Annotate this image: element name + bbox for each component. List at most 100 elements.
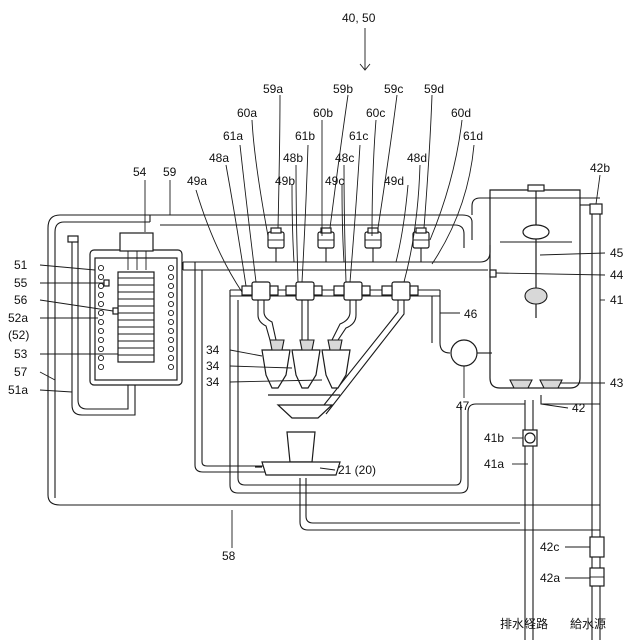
label-60c: 60c (366, 106, 385, 120)
label-42b: 42b (590, 161, 610, 175)
label-48c: 48c (335, 151, 354, 165)
valve-48b (286, 282, 322, 300)
label-59d: 59d (424, 82, 444, 96)
label-44: 44 (610, 268, 624, 282)
sensor-56 (113, 308, 118, 314)
label-34-1: 34 (206, 343, 220, 357)
label-61b: 61b (295, 129, 315, 143)
label-45: 45 (610, 246, 624, 260)
cup (287, 432, 315, 462)
sensor-55 (104, 280, 109, 286)
tank-41 (490, 185, 602, 388)
valve-42c (590, 537, 604, 557)
pipe-return-loop-inner (238, 300, 461, 485)
label-60b: 60b (313, 106, 333, 120)
ring-dots-right (168, 265, 173, 369)
valves-upper-row (268, 228, 429, 248)
label-60a: 60a (237, 106, 257, 120)
label-61c: 61c (349, 129, 368, 143)
label-51: 51 (14, 258, 28, 272)
tank-lid-fitting (528, 185, 544, 191)
pipe-46 (440, 290, 450, 353)
funnel-3 (322, 350, 350, 388)
label-49c: 49c (325, 174, 344, 188)
label-55: 55 (14, 276, 28, 290)
label-52: (52) (8, 328, 29, 342)
label-52a: 52a (8, 311, 28, 325)
funnel-1 (262, 350, 290, 388)
label-41: 41 (610, 293, 624, 307)
label-51a: 51a (8, 383, 28, 397)
heater-43a (510, 380, 532, 388)
valve-60d (413, 228, 429, 248)
label-59c: 59c (384, 82, 403, 96)
valve-60c (365, 228, 381, 248)
label-34-3: 34 (206, 375, 220, 389)
float-45 (523, 225, 549, 239)
label-57: 57 (14, 365, 28, 379)
valve-48a (242, 282, 278, 300)
drip-tray-21 (255, 462, 340, 475)
tray-body (262, 462, 340, 475)
pipe-42-link (541, 395, 600, 404)
pump-47 (451, 340, 477, 366)
label-21: 21 (20) (338, 463, 376, 477)
label-title: 40, 50 (342, 11, 376, 25)
label-58: 58 (222, 549, 236, 563)
unit-54-cap (120, 233, 153, 251)
label-54: 54 (133, 165, 147, 179)
cooling-unit-51 (90, 233, 182, 385)
label-42a: 42a (540, 571, 560, 585)
label-59: 59 (163, 165, 177, 179)
valve-60a (268, 228, 284, 248)
label-34-2: 34 (206, 359, 220, 373)
label-41b: 41b (484, 431, 504, 445)
float-44 (525, 288, 547, 304)
pipe-51a (72, 240, 135, 415)
label-48d: 48d (407, 151, 427, 165)
valve-42b (590, 204, 602, 214)
label-59a: 59a (263, 82, 283, 96)
pipe-nozzle-a2 (264, 300, 276, 340)
label-42c: 42c (540, 540, 559, 554)
heater-43b (540, 380, 562, 388)
pipe-58 (300, 478, 600, 530)
label-49a: 49a (187, 174, 207, 188)
label-48a: 48a (209, 151, 229, 165)
pipe-nozzle-c (332, 300, 350, 340)
unit-outer-box (90, 250, 182, 385)
label-56: 56 (14, 293, 28, 307)
mixer-hopper (278, 405, 332, 418)
label-42: 42 (572, 401, 586, 415)
label-61a: 61a (223, 129, 243, 143)
cap-fitting (68, 236, 78, 242)
nozzle-2 (300, 340, 314, 350)
coil-body (118, 272, 154, 362)
label-water-source: 給水源 (570, 617, 606, 631)
pipe-51a-inner (78, 240, 128, 409)
nozzle-1 (270, 340, 284, 350)
pipe-network (48, 198, 600, 640)
pipe-manifold-upper (183, 245, 490, 262)
valve-48d (382, 282, 418, 300)
label-43: 43 (610, 376, 624, 390)
valve-48c (334, 282, 370, 300)
reference-labels: 40, 50 59a 60a 61a 48a 49a 59b 60b 61b 4… (8, 11, 624, 631)
valve-60b (318, 228, 334, 248)
funnel-2 (292, 350, 320, 388)
label-61d: 61d (463, 129, 483, 143)
label-59b: 59b (333, 82, 353, 96)
label-47: 47 (456, 399, 470, 413)
sensor-44 (490, 270, 496, 277)
label-60d: 60d (451, 106, 471, 120)
label-41a: 41a (484, 457, 504, 471)
label-53: 53 (14, 347, 28, 361)
label-46: 46 (464, 307, 478, 321)
valves-lower-row (242, 282, 418, 300)
label-49b: 49b (275, 174, 295, 188)
label-49d: 49d (384, 174, 404, 188)
label-drain-path: 排水経路 (500, 616, 548, 631)
label-48b: 48b (283, 151, 303, 165)
coil-53 (118, 272, 154, 362)
